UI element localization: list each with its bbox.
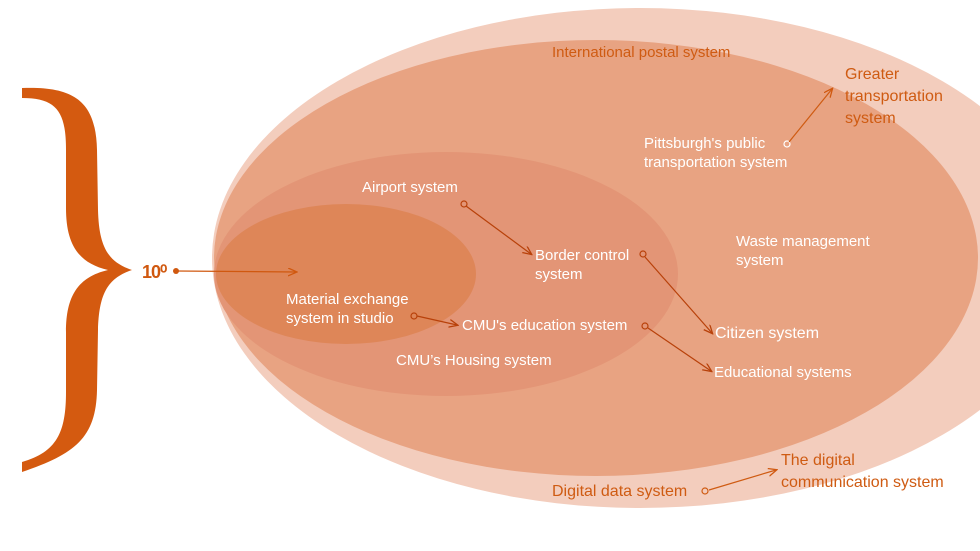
label-pittsburgh-public-transportation: Pittsburgh's public transportation syste…: [644, 135, 788, 171]
arrow-cmu-education-to-educational-systems: [647, 327, 711, 371]
arrow-material-exchange-to-cmu-education: [416, 315, 457, 325]
label-airport-system: Airport system: [362, 179, 458, 196]
arrow-pittsburgh-to-greater-transportation: [788, 89, 832, 143]
arrow-digital-data-to-digital-communication: [708, 470, 776, 491]
label-digital-data-system: Digital data system: [552, 483, 688, 500]
connector-dot-border-control: [639, 250, 647, 258]
label-material-exchange-system: Material exchange system in studio: [286, 291, 409, 327]
connector-dot-cmu-education: [641, 322, 649, 330]
arrow-airport-to-border-control: [465, 205, 531, 254]
connector-dot-digital-data: [701, 487, 709, 495]
label-citizen-system: Citizen system: [715, 325, 820, 342]
ellipse-material-exchange: [216, 204, 476, 344]
label-cmu-housing-system: CMU’s Housing system: [396, 352, 552, 369]
order-label: 10⁰: [142, 262, 167, 282]
connector-dot-pittsburgh: [783, 140, 791, 148]
label-digital-communication-system: The digital communication system: [781, 452, 944, 491]
label-border-control-system: Border control system: [535, 247, 630, 283]
connector-dot-airport: [460, 200, 468, 208]
label-greater-transportation-system: Greater transportation system: [845, 66, 943, 127]
label-educational-systems: Educational systems: [714, 364, 852, 381]
label-cmu-education-system: CMU's education system: [462, 317, 628, 334]
label-international-postal-system: International postal system: [552, 44, 731, 61]
arrow-border-control-to-citizen: [644, 256, 712, 333]
curly-brace: [22, 87, 132, 472]
label-waste-management-system: Waste management system: [736, 233, 870, 269]
order-arrow: [175, 271, 296, 272]
